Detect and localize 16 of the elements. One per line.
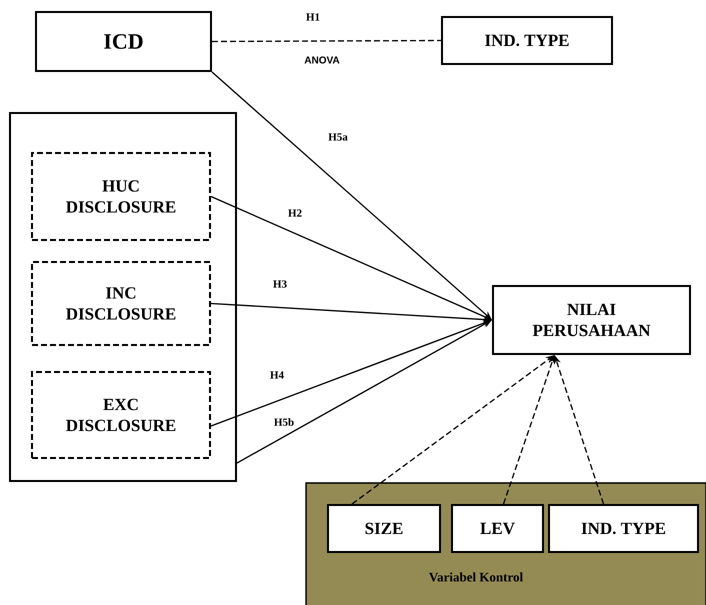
edge-label: H5b: [272, 417, 296, 427]
variable-box: NILAI PERUSAHAAN: [492, 285, 691, 355]
variable-box: ICD: [35, 11, 212, 72]
variable-box: HUC DISCLOSURE: [31, 152, 211, 241]
edge-label: H1: [304, 12, 322, 22]
edge-label: H3: [272, 279, 288, 289]
variable-box: SIZE: [327, 504, 441, 553]
edge-label: H4: [268, 370, 286, 380]
edge-label: H5a: [327, 132, 349, 142]
variable-box: IND. TYPE: [441, 16, 613, 65]
variable-box: IND. TYPE: [548, 504, 699, 553]
variable-box: LEV: [451, 504, 544, 553]
edge-label: H2: [286, 208, 304, 218]
variable-box: EXC DISCLOSURE: [31, 371, 211, 459]
method-note: ANOVA: [303, 55, 341, 65]
variable-box: INC DISCLOSURE: [31, 261, 211, 346]
